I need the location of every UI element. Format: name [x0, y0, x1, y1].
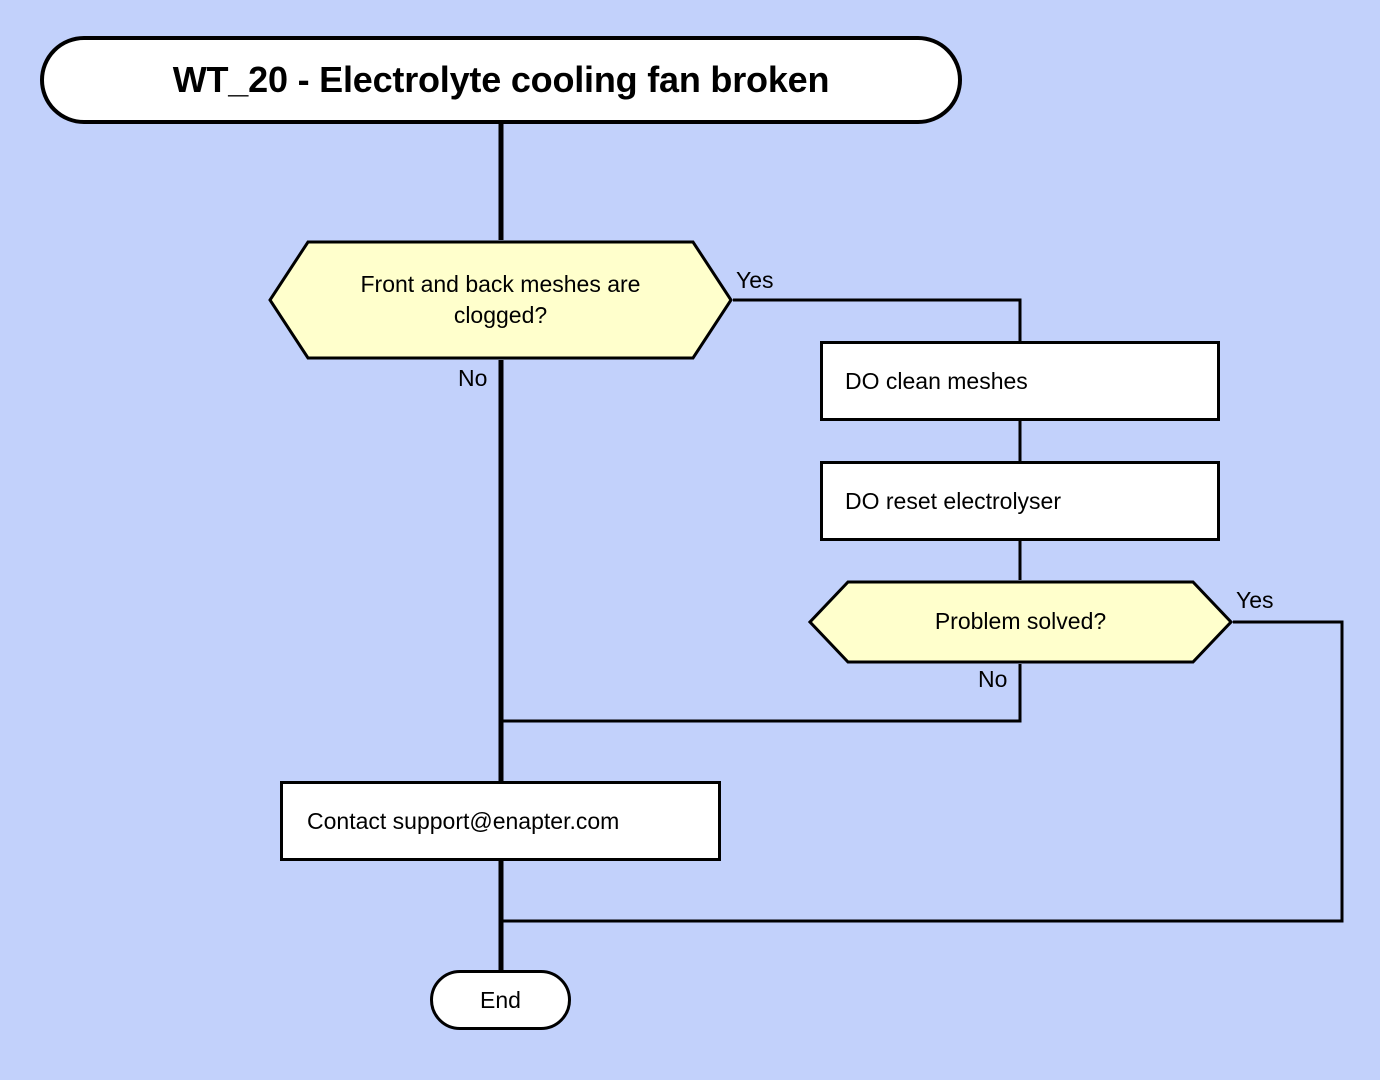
- edge-solved-yes: [501, 620, 1344, 923]
- node-title: WT_20 - Electrolyte cooling fan broken: [40, 36, 962, 124]
- node-end-label: End: [480, 986, 521, 1013]
- edge-label-solved-yes: Yes: [1236, 587, 1274, 613]
- node-reset-electrolyser: DO reset electrolyser: [820, 461, 1220, 541]
- edge-solved-no: [501, 664, 1022, 723]
- node-contact-support: Contact support@enapter.com: [280, 781, 721, 861]
- edge-label-meshes-yes: Yes: [736, 267, 774, 293]
- node-reset-electrolyser-label: DO reset electrolyser: [845, 487, 1062, 514]
- hexagon-shape: [808, 580, 1233, 664]
- node-decision-meshes-label: Front and back meshes are clogged?: [360, 270, 641, 328]
- node-decision-solved-label: Problem solved?: [934, 608, 1107, 635]
- node-clean-meshes: DO clean meshes: [820, 341, 1220, 421]
- node-contact-support-label: Contact support@enapter.com: [307, 807, 620, 834]
- node-end: End: [430, 970, 571, 1030]
- hexagon-shape: [268, 240, 733, 360]
- edge-meshes-yes: [733, 298, 1022, 341]
- edge-label-solved-no: No: [978, 666, 1008, 692]
- edge-label-meshes-no: No: [458, 365, 488, 391]
- node-title-label: WT_20 - Electrolyte cooling fan broken: [172, 59, 830, 100]
- node-decision-solved: Problem solved?: [808, 580, 1233, 664]
- node-decision-meshes: Front and back meshes are clogged?: [268, 240, 733, 360]
- node-clean-meshes-label: DO clean meshes: [845, 367, 1028, 394]
